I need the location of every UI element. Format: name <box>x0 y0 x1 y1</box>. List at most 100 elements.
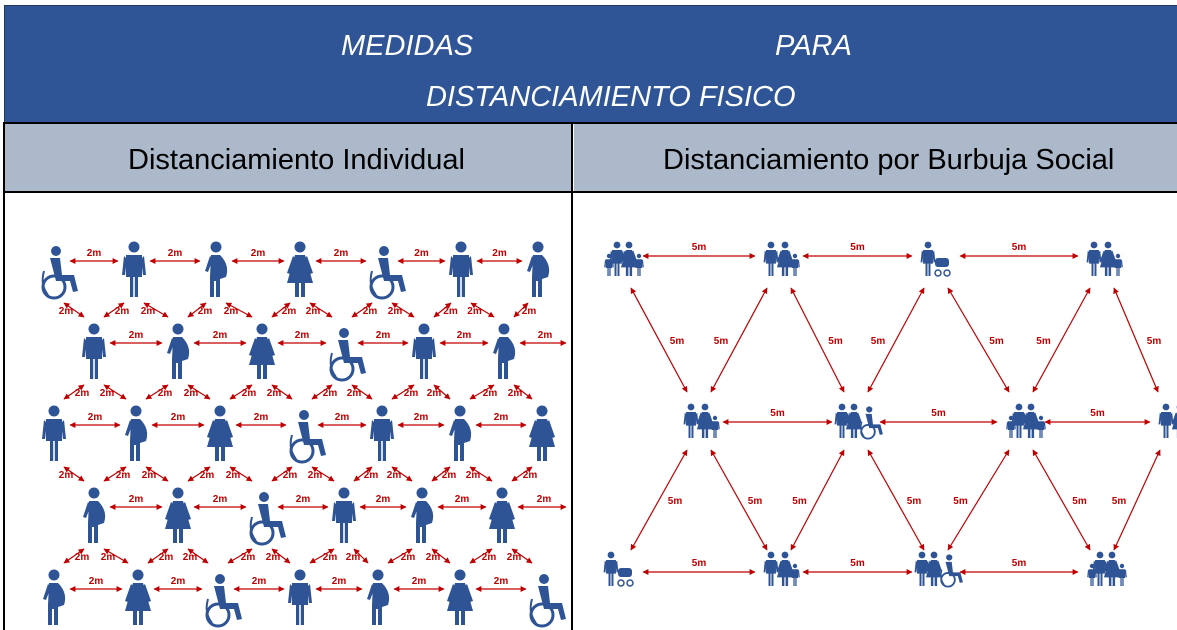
wheelchair-user-icon <box>289 410 326 464</box>
distance-arrow-3: 2m <box>315 248 367 264</box>
woman-icon <box>529 405 555 461</box>
bubble-arrow-14: 5m <box>1032 287 1091 393</box>
distance-arrow-66-label: 2m <box>323 552 338 563</box>
wheelchair-user-icon <box>329 328 366 382</box>
bubble-arrow-0-label: 5m <box>692 242 707 253</box>
header-row-top-border <box>3 122 1177 124</box>
distance-arrow-19: 2m <box>193 330 247 346</box>
bubble-arrow-18-label: 5m <box>792 496 807 507</box>
distance-arrow-7-label: 2m <box>115 306 130 317</box>
distance-arrow-58-label: 2m <box>455 494 470 505</box>
person-icon <box>609 241 625 276</box>
distance-arrow-65: 2m <box>266 548 291 564</box>
distance-arrow-70: 2m <box>469 548 497 564</box>
distance-arrow-45-label: 2m <box>200 470 215 481</box>
bubble-arrow-6-label: 5m <box>692 558 707 569</box>
person-icon <box>634 253 644 276</box>
distance-arrow-59: 2m <box>517 494 567 510</box>
bubble-arrow-15: 5m <box>1113 287 1161 393</box>
woman-icon <box>1103 551 1121 586</box>
pregnant-woman-icon <box>411 487 434 543</box>
distance-arrow-9-label: 2m <box>198 306 213 317</box>
distance-arrow-77-label: 2m <box>494 576 509 587</box>
distance-arrow-1-label: 2m <box>168 248 183 259</box>
distance-arrow-23-label: 2m <box>538 330 553 341</box>
person-icon <box>412 323 436 379</box>
woman-icon <box>776 241 794 276</box>
pregnant-woman-icon <box>125 405 148 461</box>
pregnant-woman-icon <box>527 241 550 297</box>
distance-arrow-25-label: 2m <box>100 388 115 399</box>
distance-arrow-59-label: 2m <box>537 494 552 505</box>
person-icon <box>82 323 106 379</box>
distance-arrow-70-label: 2m <box>482 552 497 563</box>
distance-arrow-61-label: 2m <box>101 552 116 563</box>
distance-arrow-33-label: 2m <box>427 388 442 399</box>
woman-icon <box>207 405 233 461</box>
family-icon <box>1158 403 1177 438</box>
distance-arrow-50-label: 2m <box>387 470 402 481</box>
person-icon <box>763 551 779 586</box>
column-header-individual-label: Distanciamiento Individual <box>128 144 465 176</box>
person-icon <box>790 253 800 276</box>
bubble-arrow-18: 5m <box>790 449 845 551</box>
distance-arrow-47: 2m <box>271 466 297 482</box>
distance-arrow-48-label: 2m <box>308 470 323 481</box>
distance-arrow-42-label: 2m <box>59 470 74 481</box>
person-icon <box>42 405 66 461</box>
distance-arrow-52-label: 2m <box>466 470 481 481</box>
distance-arrow-18: 2m <box>109 330 163 346</box>
bubble-arrow-16: 5m <box>630 449 688 551</box>
bubble-arrow-20: 5m <box>947 449 1010 551</box>
distance-arrow-53-label: 2m <box>523 470 538 481</box>
distance-arrow-28: 2m <box>229 384 256 400</box>
family-icon <box>1087 551 1127 586</box>
bubble-arrow-10-label: 5m <box>714 336 729 347</box>
distance-arrow-61: 2m <box>101 548 129 564</box>
family-icon <box>834 403 883 440</box>
person-icon <box>920 241 936 276</box>
distance-arrow-10-label: 2m <box>224 306 239 317</box>
distance-arrow-63: 2m <box>183 548 209 564</box>
parent-with-stroller-icon <box>603 551 634 587</box>
bubble-arrow-11: 5m <box>790 287 845 393</box>
person-icon <box>1086 241 1102 276</box>
bubble-arrow-3-label: 5m <box>770 408 785 419</box>
distance-arrow-74-label: 2m <box>252 576 267 587</box>
bubble-arrow-4: 5m <box>879 408 998 425</box>
distance-arrow-51-label: 2m <box>442 470 457 481</box>
distance-arrow-65-label: 2m <box>266 552 281 563</box>
distance-arrow-36-label: 2m <box>88 412 103 423</box>
bubble-arrow-2-label: 5m <box>1012 242 1027 253</box>
distance-arrow-34: 2m <box>469 384 497 400</box>
distance-arrow-16-label: 2m <box>467 306 482 317</box>
distance-arrow-43: 2m <box>103 466 130 482</box>
person-icon <box>1113 253 1123 276</box>
distance-arrow-8-label: 2m <box>141 306 156 317</box>
distance-arrow-62-label: 2m <box>159 552 174 563</box>
distance-arrow-71-label: 2m <box>507 552 522 563</box>
distance-arrow-20: 2m <box>277 330 327 346</box>
distance-arrow-17: 2m <box>513 302 536 318</box>
person-icon <box>683 403 699 438</box>
table-left-border <box>3 122 5 630</box>
woman-icon <box>287 241 313 297</box>
distance-arrow-60: 2m <box>63 548 89 564</box>
family-icon <box>763 551 800 586</box>
person-icon <box>122 241 146 297</box>
pregnant-woman-icon <box>205 241 228 297</box>
distance-arrow-50: 2m <box>387 466 413 482</box>
distance-arrow-33: 2m <box>427 384 451 400</box>
person-icon <box>834 403 850 438</box>
bubble-arrow-21-label: 5m <box>1072 496 1087 507</box>
distance-arrow-30: 2m <box>311 384 337 400</box>
individual-distancing-diagram: 2m 2m 2m 2m 2m 2m 2m 2m 2m 2m 2m 2m 2m 2m 2m 2m 2m 2m 2m 2m… <box>41 241 567 628</box>
distance-arrow-66: 2m <box>309 548 338 564</box>
distance-arrow-14-label: 2m <box>388 306 403 317</box>
distance-arrow-69: 2m <box>426 548 451 564</box>
bubble-arrow-5: 5m <box>1044 408 1151 425</box>
pregnant-woman-icon <box>43 569 66 625</box>
distance-arrow-56: 2m <box>277 494 329 510</box>
distance-arrow-64: 2m <box>227 548 255 564</box>
